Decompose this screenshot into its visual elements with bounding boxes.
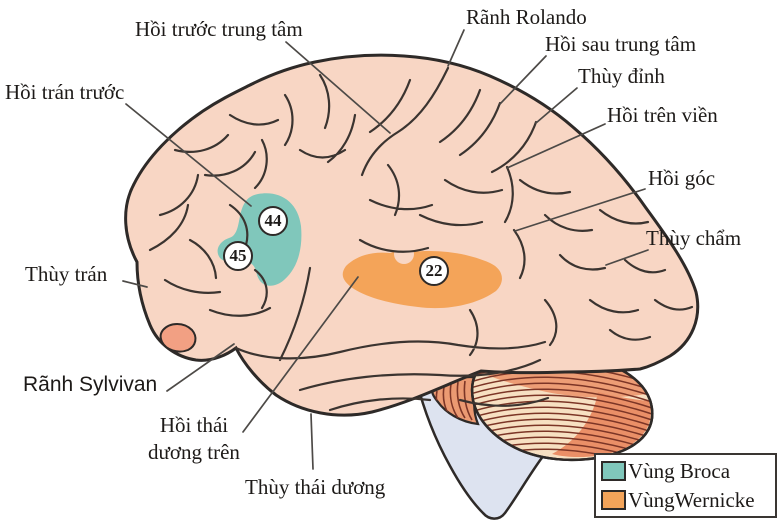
- leader-occipital-lobe: [605, 249, 649, 266]
- label-postcentral-gyrus: Hồi sau trung tâm: [545, 32, 697, 56]
- label-rolando-fissure: Rãnh Rolando: [466, 5, 587, 29]
- leader-angular-gyrus: [514, 188, 646, 232]
- badge-area-45: 45: [223, 241, 253, 271]
- label-temporal-lobe: Thùy thái dương: [245, 475, 386, 499]
- label-angular-gyrus: Hồi góc: [648, 166, 716, 190]
- leader-supramarginal-gyrus: [506, 123, 606, 169]
- label-frontal-lobe: Thùy trán: [25, 262, 108, 286]
- orbital-bump: [159, 323, 197, 353]
- broca-swatch: [601, 461, 626, 481]
- legend-label-wernicke: VùngWernicke: [628, 487, 755, 512]
- badge-area-44: 44: [258, 206, 288, 236]
- leader-rolando-fissure: [447, 29, 465, 67]
- label-parietal-lobe: Thùy đỉnh: [578, 64, 665, 88]
- legend-row-wernicke: VùngWernicke: [601, 486, 775, 515]
- label-supramarginal-gyrus: Hồi trên viền: [607, 103, 718, 127]
- leader-frontal-lobe: [122, 280, 148, 288]
- legend-label-broca: Vùng Broca: [628, 458, 731, 483]
- label-superior-temporal-gyrus-line1: Hồi thái: [159, 413, 229, 437]
- badge-area-22: 22: [419, 256, 449, 286]
- label-sylvian-fissure: Rãnh Sylvivan: [23, 373, 158, 396]
- wernicke-notch: [394, 244, 414, 264]
- label-prefrontal-gyrus: Hồi trán trước: [5, 80, 125, 104]
- wernicke-swatch: [601, 490, 626, 510]
- cerebrum-shape: [124, 53, 700, 417]
- legend: Vùng Broca VùngWernicke: [594, 453, 777, 518]
- leader-parietal-lobe: [535, 87, 578, 124]
- leader-precentral-gyrus: [285, 41, 391, 134]
- label-superior-temporal-gyrus: Hồi thái dương trên: [138, 412, 250, 466]
- sulci-lines: [148, 66, 694, 412]
- leader-prefrontal-gyrus: [125, 103, 252, 207]
- label-precentral-gyrus: Hồi trước trung tâm: [135, 17, 303, 41]
- leader-postcentral-gyrus: [499, 55, 547, 105]
- leader-temporal-lobe: [310, 413, 314, 470]
- leader-superior-temporal-gyrus: [242, 276, 359, 433]
- label-occipital-lobe: Thùy chẩm: [646, 226, 742, 250]
- label-superior-temporal-gyrus-line2: dương trên: [148, 440, 240, 464]
- legend-row-broca: Vùng Broca: [601, 457, 775, 486]
- leader-sylvian-fissure: [166, 343, 235, 392]
- leader-lines: [122, 29, 649, 470]
